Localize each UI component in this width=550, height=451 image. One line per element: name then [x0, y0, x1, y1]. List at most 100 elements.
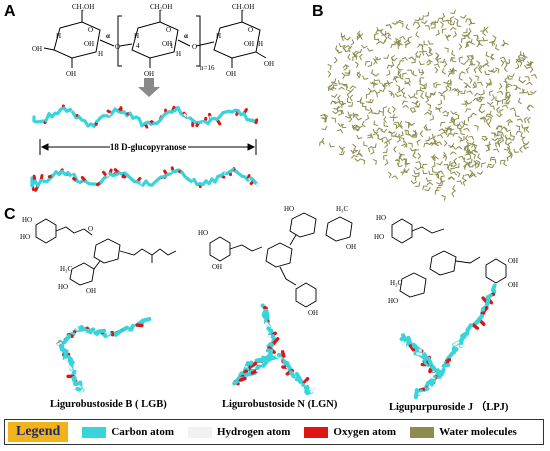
- water-molecule: [414, 100, 419, 105]
- water-molecule: [383, 116, 387, 121]
- water-molecule: [454, 113, 460, 116]
- water-molecule: [404, 57, 408, 61]
- water-molecule: [503, 68, 508, 72]
- water-molecule: [422, 169, 425, 174]
- water-molecule: [380, 130, 385, 133]
- water-molecule: [462, 174, 465, 180]
- lgb-ho-label-3: HO: [58, 283, 68, 291]
- water-molecule: [478, 161, 481, 167]
- water-molecule: [421, 69, 425, 74]
- water-molecule: [435, 69, 439, 74]
- water-molecule: [399, 77, 404, 80]
- water-molecule: [451, 116, 455, 121]
- water-molecule: [495, 134, 501, 137]
- carbon-bond: [304, 385, 310, 394]
- water-molecule: [474, 162, 478, 167]
- water-molecule: [406, 168, 410, 173]
- water-molecule: [480, 116, 485, 119]
- water-molecule: [501, 98, 507, 101]
- water-molecule: [396, 19, 401, 24]
- water-molecule: [346, 93, 350, 99]
- water-molecule: [501, 62, 505, 67]
- water-molecule: [426, 142, 431, 146]
- water-molecule: [390, 91, 393, 97]
- water-molecule: [454, 166, 460, 169]
- water-molecule: [425, 95, 430, 98]
- water-molecule: [332, 111, 337, 115]
- water-molecule: [447, 34, 452, 38]
- oxygen-bond: [249, 361, 258, 368]
- water-molecule: [376, 58, 382, 61]
- water-molecule: [505, 104, 509, 109]
- water-molecule: [453, 117, 458, 121]
- water-molecule: [376, 127, 380, 132]
- water-molecule: [349, 97, 353, 102]
- lpj-ho-label-3: HO: [388, 297, 398, 305]
- water-molecule: [325, 115, 328, 120]
- water-molecule: [411, 133, 417, 136]
- water-molecule: [458, 173, 461, 178]
- water-molecule: [446, 167, 450, 171]
- water-molecule: [342, 44, 346, 49]
- water-molecule: [442, 28, 447, 30]
- water-molecule: [519, 62, 523, 67]
- water-molecule: [352, 149, 355, 154]
- water-molecule: [433, 139, 436, 145]
- water-molecule: [494, 137, 499, 142]
- water-molecule: [485, 118, 490, 122]
- oxygen-bond: [271, 337, 280, 346]
- water-molecule: [402, 36, 406, 40]
- panel-a-figure: CH₂OH CH₂OH CH₂OH OH OH OH OH OH OH OH O…: [29, 3, 274, 192]
- water-molecule: [383, 125, 389, 128]
- water-molecule: [496, 113, 500, 118]
- water-molecule: [396, 90, 401, 94]
- water-molecule: [473, 66, 478, 70]
- water-molecule: [515, 130, 519, 135]
- water-molecule: [467, 117, 470, 122]
- water-molecule: [476, 160, 481, 163]
- water-molecule: [498, 85, 503, 90]
- water-molecule: [464, 148, 468, 153]
- water-molecule: [405, 163, 407, 168]
- water-molecule: [495, 44, 498, 49]
- water-molecule: [410, 95, 415, 99]
- water-molecule: [517, 101, 522, 105]
- water-molecule: [450, 128, 455, 132]
- water-molecule: [512, 107, 516, 112]
- water-molecule: [424, 20, 428, 24]
- water-molecule: [497, 140, 500, 146]
- water-molecule: [397, 160, 400, 165]
- water-molecule: [500, 90, 504, 95]
- water-molecule: [472, 97, 477, 102]
- water-molecule: [449, 19, 452, 25]
- water-molecule: [412, 21, 416, 26]
- water-molecule: [367, 64, 372, 67]
- water-molecule: [468, 148, 471, 153]
- water-molecule: [425, 91, 427, 97]
- water-molecule: [389, 130, 393, 135]
- water-molecule: [381, 136, 386, 139]
- water-molecule: [320, 114, 325, 117]
- water-molecule: [463, 14, 467, 19]
- water-molecule: [526, 107, 531, 112]
- water-molecule: [404, 39, 409, 44]
- water-molecule: [373, 83, 378, 86]
- h-label-2: H: [134, 32, 139, 40]
- water-molecule: [478, 66, 483, 71]
- water-molecule: [429, 118, 434, 121]
- lgb-h3c-label: H₃C: [60, 265, 72, 273]
- water-molecule: [447, 145, 453, 148]
- water-molecule: [457, 122, 461, 127]
- water-molecule: [372, 128, 376, 134]
- water-molecule: [469, 19, 472, 25]
- water-molecule: [397, 71, 401, 75]
- oh-label-8: OH: [244, 40, 254, 48]
- water-molecule: [392, 108, 396, 113]
- water-molecule: [465, 102, 468, 107]
- water-molecule: [388, 81, 393, 85]
- water-molecule: [356, 134, 360, 140]
- water-molecule: [414, 21, 419, 24]
- water-molecule: [500, 59, 505, 64]
- carbon-bond: [425, 378, 434, 386]
- water-molecule: [374, 143, 377, 148]
